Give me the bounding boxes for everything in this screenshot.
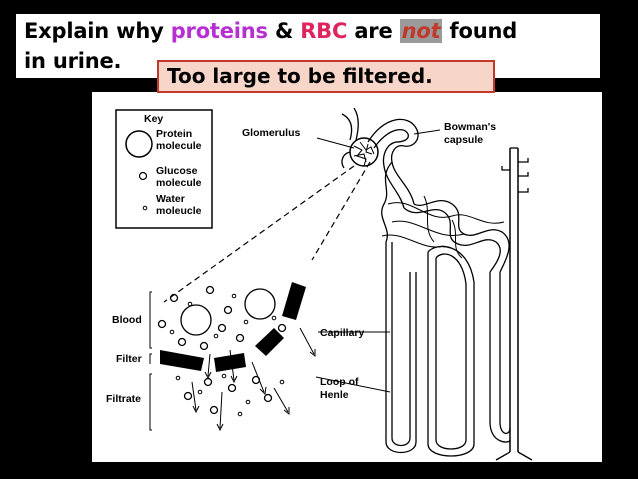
key-water-label-1: Water <box>156 193 185 205</box>
leader-lines <box>316 130 440 392</box>
label-loop-2: Henle <box>320 389 349 401</box>
question-text-1: Explain why <box>24 19 171 43</box>
label-bowmans-1: Bowman's <box>444 121 496 133</box>
answer-box: Too large to be filtered. <box>157 60 495 93</box>
question-line-1: Explain why proteins & RBC are not found <box>24 19 517 43</box>
label-glomerulus: Glomerulus <box>242 127 301 139</box>
label-loop-1: Loop of <box>320 376 359 388</box>
keyword-not: not <box>400 19 443 43</box>
question-text-3: are <box>347 19 399 43</box>
nephron-drawing <box>342 108 532 460</box>
keyword-proteins: proteins <box>171 19 268 43</box>
protein-molecule <box>245 289 275 319</box>
key-glucose-label-2: molecule <box>156 177 202 189</box>
side-brackets <box>150 292 152 430</box>
label-filter: Filter <box>116 353 142 365</box>
label-filtrate: Filtrate <box>106 393 141 405</box>
label-bowmans-2: capsule <box>444 134 483 146</box>
kidney-diagram: Key Protein molecule Glucose molecule Wa… <box>92 92 602 462</box>
key-glucose-label-1: Glucose <box>156 165 198 177</box>
question-text-2: & <box>268 19 300 43</box>
key-title: Key <box>144 113 163 125</box>
key-protein-label-2: molecule <box>156 140 202 152</box>
label-capillary: Capillary <box>320 327 365 339</box>
protein-molecule <box>181 305 211 335</box>
key-glucose-symbol <box>140 173 147 180</box>
filter-barrier <box>160 282 306 372</box>
diagram-svg: Key Protein molecule Glucose molecule Wa… <box>92 92 602 462</box>
key-water-label-2: moleucle <box>156 205 202 217</box>
label-blood: Blood <box>112 314 142 326</box>
question-text-4: found <box>442 19 517 43</box>
key-protein-label-1: Protein <box>156 128 192 140</box>
key-water-symbol <box>143 206 147 210</box>
question-line-2: in urine. <box>24 49 121 73</box>
key-protein-symbol <box>126 131 152 157</box>
keyword-rbc: RBC <box>300 19 347 43</box>
